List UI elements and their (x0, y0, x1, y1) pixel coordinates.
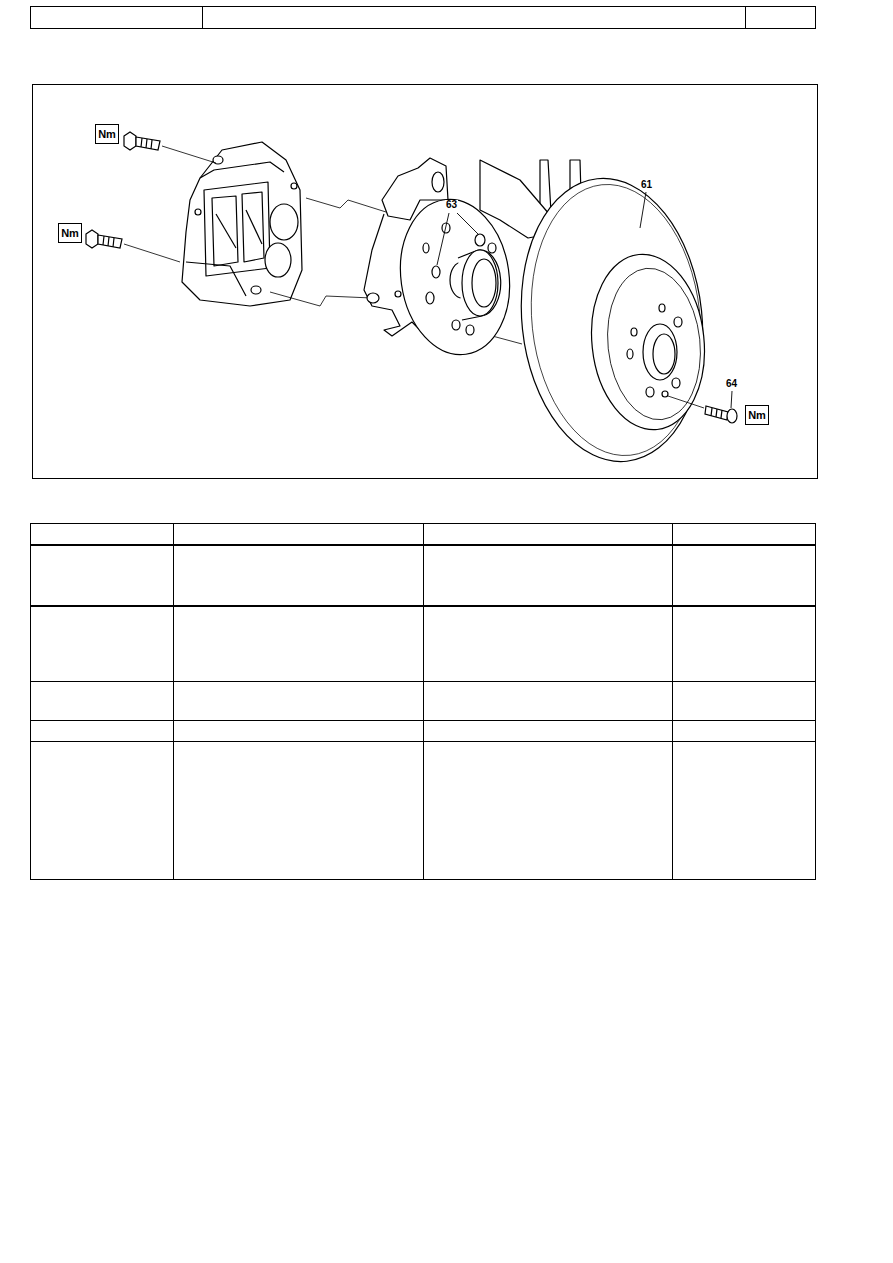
torque-symbol: Nm (98, 129, 116, 140)
caliper-bolt (86, 132, 160, 248)
callout-number: 64 (725, 379, 738, 389)
header-divider (745, 7, 746, 29)
header-strip (31, 7, 816, 29)
torque-symbol: Nm (748, 410, 766, 421)
header-divider (202, 7, 203, 29)
torque-symbol: Nm (61, 228, 79, 239)
brake-caliper (182, 142, 302, 306)
torque-spec-box: Nm (95, 124, 119, 144)
brake-disc (508, 169, 717, 470)
leader-line (437, 192, 732, 408)
callout-number: 61 (640, 180, 653, 190)
callout-number: 63 (445, 200, 458, 210)
empty-table (31, 524, 816, 880)
disc-bolt (668, 396, 737, 423)
wheel-hub (391, 192, 520, 362)
figure-frame (33, 85, 818, 479)
torque-spec-box: Nm (745, 405, 769, 425)
torque-spec-box: Nm (58, 223, 82, 243)
